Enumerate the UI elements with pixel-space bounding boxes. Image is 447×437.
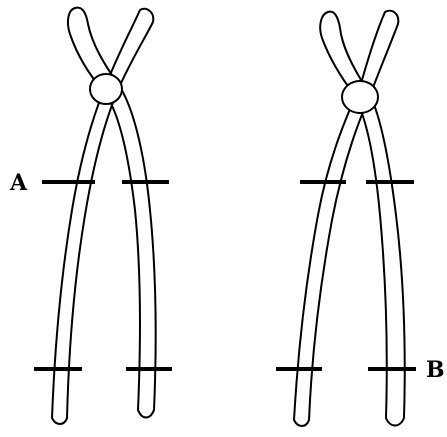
left-centromere <box>90 74 122 104</box>
label-a: A <box>9 170 28 196</box>
left-chromatid-1 <box>52 9 153 424</box>
left-chromosome-pair <box>34 8 172 424</box>
right-centromere <box>342 81 378 113</box>
label-b: B <box>426 357 445 383</box>
right-chromatid-1 <box>294 11 398 426</box>
right-chromosome-pair <box>276 11 416 426</box>
